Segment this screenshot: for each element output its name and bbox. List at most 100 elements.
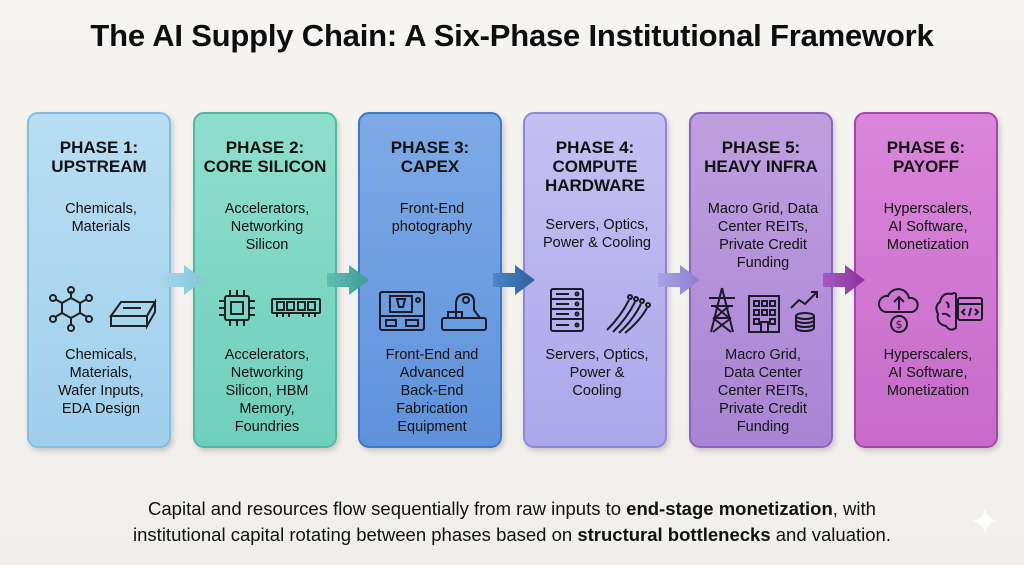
detail-line: Power & [569, 365, 625, 381]
summary-line: Power & Cooling [543, 235, 651, 251]
detail-line: Accelerators, [224, 347, 310, 363]
detail-line: Cooling [572, 383, 622, 399]
phase-6-card: PHASE 6: PAYOFF Hyperscalers, AI Softwar… [854, 112, 998, 448]
detail-line: Fabrication [396, 401, 468, 417]
summary-line: Hyperscalers, [883, 201, 973, 217]
detail-line: Silicon, HBM [225, 383, 309, 399]
detail-line: Front-End and [385, 347, 479, 363]
building-icon [748, 295, 780, 333]
detail-line: Macro Grid, [725, 347, 801, 363]
phase-5-summary: Macro Grid, Data Center REITs, Private C… [695, 200, 831, 272]
phase-6-title: PHASE 6: PAYOFF [856, 138, 996, 176]
detail-line: Private Credit [719, 401, 807, 417]
phase-3-name: CAPEX [400, 157, 460, 176]
detail-line: Equipment [397, 419, 467, 435]
phase-2-summary: Accelerators, Networking Silicon [199, 200, 335, 254]
svg-text:$: $ [896, 318, 903, 331]
phase-6-icons: $ [856, 286, 996, 336]
summary-line: Silicon [245, 237, 289, 253]
detail-line: Advanced [399, 365, 465, 381]
flow-arrow-2-3 [327, 265, 369, 295]
footer-text: Capital and resources flow sequentially … [148, 498, 627, 519]
footer-text: and valuation. [770, 524, 891, 545]
detail-line: Data Center [723, 365, 803, 381]
summary-line: Networking [230, 219, 304, 235]
phase-6-number: PHASE 6: [886, 138, 966, 157]
page-title: The AI Supply Chain: A Six-Phase Institu… [90, 18, 934, 53]
server-rack-icon [550, 288, 584, 332]
phase-2-details: Accelerators, Networking Silicon, HBM Me… [199, 346, 335, 436]
phase-1-icons [29, 286, 169, 336]
phase-5-title: PHASE 5: HEAVY INFRA [691, 138, 831, 176]
detail-line: Funding [736, 419, 790, 435]
phase-3-card: PHASE 3: CAPEX Front-End photography Fro… [358, 112, 502, 448]
memory-module-icon [271, 298, 321, 317]
summary-line: Monetization [886, 237, 970, 253]
detail-line: Monetization [886, 383, 970, 399]
footer-emphasis: structural bottlenecks [577, 524, 771, 545]
phase-3-details: Front-End and Advanced Back-End Fabricat… [364, 346, 500, 436]
phase-4-icons [525, 286, 665, 336]
detail-line: Wafer Inputs, [58, 383, 144, 399]
phase-1-number: PHASE 1: [59, 138, 139, 157]
phase-3-icons [360, 286, 500, 336]
detail-line: Foundries [234, 419, 300, 435]
ingot-icon [109, 298, 157, 330]
phase-6-summary: Hyperscalers, AI Software, Monetization [860, 200, 996, 254]
phase-2-icons [195, 286, 335, 336]
brain-code-icon [935, 292, 983, 331]
cloud-money-icon: $ [877, 288, 919, 333]
phase-3-title: PHASE 3: CAPEX [360, 138, 500, 176]
phase-1-name: UPSTREAM [51, 157, 147, 176]
sparkle-icon [972, 508, 998, 534]
detail-line: Center REITs, [717, 383, 809, 399]
flow-arrow-1-2 [162, 265, 204, 295]
fab-tool-icon [379, 291, 425, 331]
detail-line: Networking [230, 365, 304, 381]
flow-arrow-5-6 [823, 265, 865, 295]
summary-line: Front-End [399, 201, 465, 217]
footer-line-2: institutional capital rotating between p… [0, 522, 1024, 548]
summary-line: Materials [71, 219, 131, 235]
detail-line: Hyperscalers, [883, 347, 973, 363]
growth-coins-icon [790, 291, 818, 332]
detail-line: AI Software, [888, 365, 968, 381]
phase-6-details: Hyperscalers, AI Software, Monetization [860, 346, 996, 400]
phase-2-name: CORE SILICON [203, 157, 327, 176]
phase-4-name-line2: HARDWARE [544, 176, 646, 195]
phase-1-details: Chemicals, Materials, Wafer Inputs, EDA … [33, 346, 169, 418]
phase-4-title: PHASE 4: COMPUTE HARDWARE [525, 138, 665, 195]
phase-5-name: HEAVY INFRA [704, 157, 818, 176]
fiber-optic-icon [606, 294, 651, 334]
detail-line: Back-End [400, 383, 464, 399]
phase-4-summary: Servers, Optics, Power & Cooling [529, 216, 665, 252]
summary-line: Chemicals, [65, 201, 137, 217]
footer-emphasis: end-stage monetization [626, 498, 833, 519]
phase-5-icons [691, 286, 831, 336]
phase-4-number: PHASE 4: [555, 138, 635, 157]
detail-line: Servers, Optics, [545, 347, 649, 363]
molecule-icon [49, 286, 93, 332]
detail-line: Chemicals, [65, 347, 137, 363]
phase-3-summary: Front-End photography [364, 200, 500, 236]
footer-line-1: Capital and resources flow sequentially … [0, 496, 1024, 522]
phase-1-title: PHASE 1: UPSTREAM [29, 138, 169, 176]
phase-4-card: PHASE 4: COMPUTE HARDWARE Servers, Optic… [523, 112, 667, 448]
phase-5-card: PHASE 5: HEAVY INFRA Macro Grid, Data Ce… [689, 112, 833, 448]
phase-4-details: Servers, Optics, Power & Cooling [529, 346, 665, 400]
detail-line: Memory, [239, 401, 295, 417]
lithography-machine-icon [441, 292, 487, 331]
power-tower-icon [709, 287, 735, 333]
phase-2-title: PHASE 2: CORE SILICON [195, 138, 335, 176]
footer-text: institutional capital rotating between p… [133, 524, 578, 545]
summary-line: Funding [736, 255, 790, 271]
phase-4-name: COMPUTE [552, 157, 638, 176]
flow-arrow-3-4 [493, 265, 535, 295]
summary-line: Servers, Optics, [545, 217, 649, 233]
phase-5-number: PHASE 5: [721, 138, 801, 157]
summary-line: Private Credit [719, 237, 807, 253]
summary-line: AI Software, [888, 219, 968, 235]
phase-3-number: PHASE 3: [390, 138, 470, 157]
phase-1-card: PHASE 1: UPSTREAM Chemicals, Materials C… [27, 112, 171, 448]
chip-icon [219, 290, 255, 326]
